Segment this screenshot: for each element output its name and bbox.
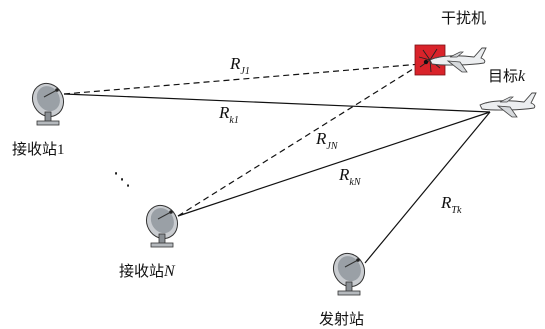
satellite-dish-icon (140, 199, 184, 248)
receiver-n-label: 接收站N (119, 262, 176, 280)
links (63, 63, 491, 264)
target: 目标k (479, 67, 537, 118)
label-rkn: RkN (338, 165, 362, 188)
label-rjn: RJN (315, 129, 339, 152)
transmitter: 发射站 (319, 247, 371, 328)
transmitter-label: 发射站 (319, 310, 364, 328)
receiver-1-label: 接收站1 (12, 140, 65, 158)
label-rj1: RJ1 (229, 54, 250, 77)
link-rjn-line (177, 63, 422, 217)
link-rkn-line (177, 111, 491, 217)
label-rtk: RTk (440, 193, 462, 216)
link-rk1-line (63, 93, 491, 113)
jammer: 干扰机 (414, 9, 487, 76)
jammer-label: 干扰机 (441, 9, 486, 27)
satellite-dish-icon (26, 77, 70, 126)
link-rtk-line (364, 111, 491, 264)
label-rk1: Rk1 (218, 103, 239, 126)
receiver-n: 接收站N (119, 199, 184, 280)
receiver-1: 接收站1 (12, 77, 70, 158)
target-label: 目标k (488, 67, 526, 85)
receivers-ellipsis: ⋱ (113, 169, 131, 190)
satellite-dish-icon (327, 247, 371, 296)
